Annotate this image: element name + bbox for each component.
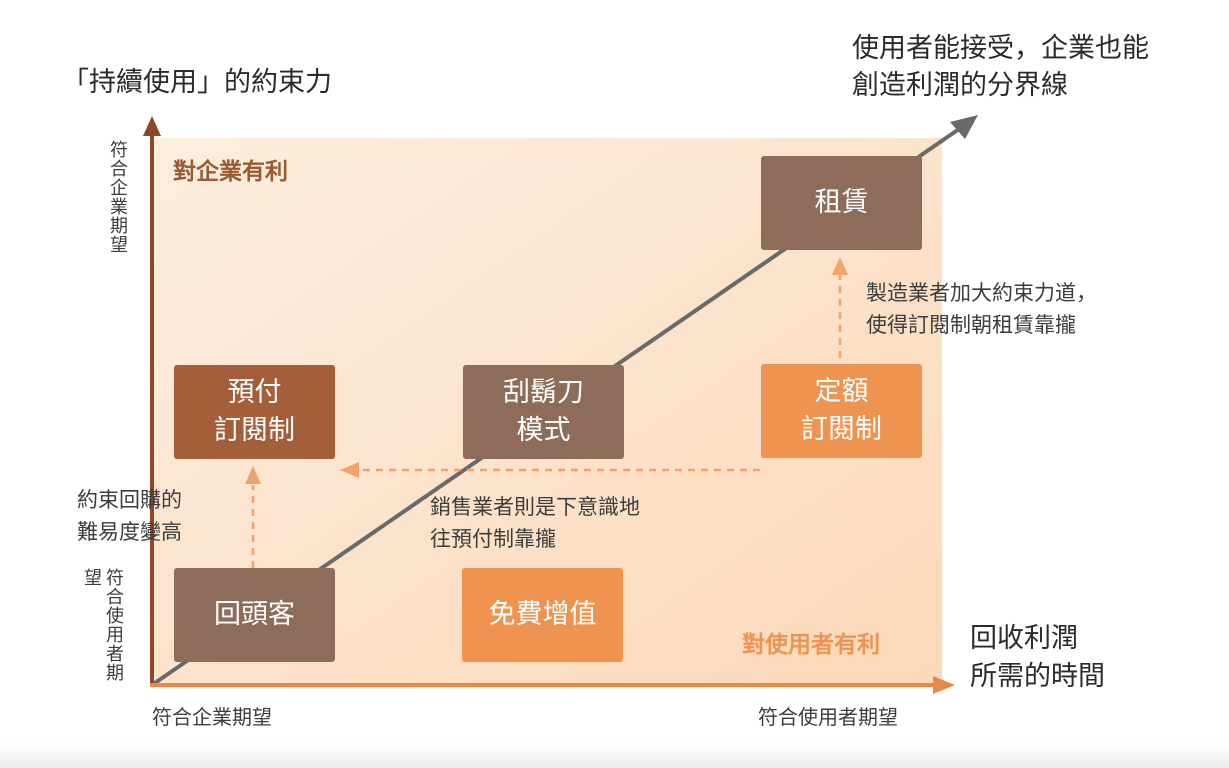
note-retailer-line2: 往預付制靠攏 bbox=[430, 527, 556, 551]
arrow-up-icon bbox=[143, 116, 161, 136]
title-right-line2: 創造利潤的分界線 bbox=[852, 70, 1068, 101]
box-repeat-customer: 回頭客 bbox=[174, 568, 335, 662]
dashed-arrow-icon bbox=[245, 466, 261, 484]
title-left: 「持續使用」的約束力 bbox=[62, 67, 332, 98]
box-razor-blade-model: 刮鬍刀 模式 bbox=[463, 365, 624, 459]
box-rental: 租賃 bbox=[761, 156, 922, 250]
x-right-label: 符合使用者期望 bbox=[758, 705, 898, 729]
note-retailer-line1: 銷售業者則是下意識地 bbox=[430, 495, 640, 519]
corner-user-label: 對使用者有利 bbox=[742, 632, 880, 658]
arrow-diagonal-icon bbox=[950, 115, 978, 139]
note-constraint-line1: 約束回購的 bbox=[77, 488, 182, 512]
arrow-right-icon bbox=[933, 676, 955, 694]
box-fixed-subscription: 定額 訂閱制 bbox=[761, 364, 922, 458]
note-manufacturer-line2: 使得訂閱制朝租賃靠攏 bbox=[866, 313, 1076, 337]
y-axis-bottom-label: 符合使用者期望 bbox=[81, 568, 124, 682]
bottom-band bbox=[0, 742, 1229, 768]
corner-business-label: 對企業有利 bbox=[173, 159, 288, 185]
box-prepaid-subscription: 預付 訂閱制 bbox=[174, 365, 335, 459]
x-axis-label-line2: 所需的時間 bbox=[970, 661, 1105, 692]
dashed-arrow-icon bbox=[340, 462, 359, 478]
y-axis-top-label: 符合企業期望 bbox=[107, 140, 128, 254]
x-left-label: 符合企業期望 bbox=[152, 705, 272, 729]
x-axis-label-line1: 回收利潤 bbox=[970, 623, 1078, 654]
title-right-line1: 使用者能接受，企業也能 bbox=[852, 33, 1149, 64]
dashed-arrow-icon bbox=[832, 257, 848, 275]
note-manufacturer-line1: 製造業者加大約束力道， bbox=[866, 281, 1097, 305]
box-freemium: 免費增值 bbox=[462, 568, 623, 662]
note-constraint-line2: 難易度變高 bbox=[77, 520, 182, 544]
